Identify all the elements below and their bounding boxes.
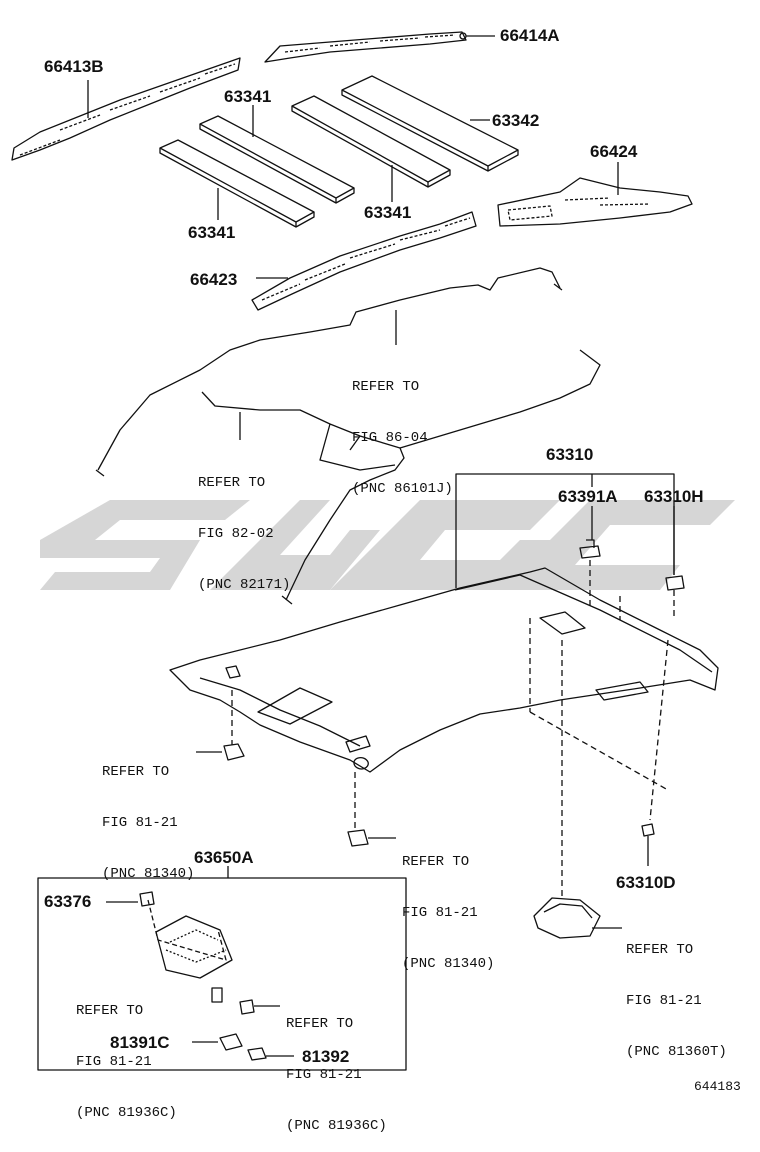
part-label-63341-mid: 63341 [364,203,412,222]
bulb-81936c-1 [211,987,223,1003]
part-label-63391a: 63391A [558,487,618,506]
wire-harness-86101j [97,267,561,471]
part-label-66414a: 66414A [500,26,560,45]
ref-line: (PNC 81340) [102,866,195,882]
clip-63310d [641,823,655,837]
part-label-66423: 66423 [190,270,238,289]
part-label-63341-left: 63341 [188,223,236,242]
ref-fig-81-21-box-1: REFER TO FIG 81-21 (PNC 81936C) [76,969,177,1139]
clip-63310h [665,575,685,591]
headliner-63310 [169,567,719,773]
ref-line: REFER TO [352,379,420,395]
ref-line: (PNC 81360T) [626,1044,727,1060]
trim-panel-66424 [497,177,693,227]
ref-line: FIG 81-21 [626,993,702,1009]
part-label-63310h: 63310H [644,487,704,506]
ref-line: REFER TO [286,1016,354,1032]
part-label-66413b: 66413B [44,57,104,76]
line-art [11,31,719,1071]
part-label-63310d: 63310D [616,873,676,892]
ref-line: (PNC 81936C) [286,1118,387,1134]
ref-line: FIG 86-04 [352,430,428,446]
visor-holder-left [223,743,245,761]
ref-line: FIG 81-21 [402,905,478,921]
ref-line: (PNC 82171) [198,577,291,593]
figure-number: 644183 [694,1079,741,1094]
ref-fig-81-21-left: REFER TO FIG 81-21 (PNC 81340) [102,730,194,900]
ref-line: REFER TO [76,1003,144,1019]
ref-line: REFER TO [626,942,694,958]
ref-line: REFER TO [102,764,170,780]
bulb-81936c-2 [239,999,255,1015]
ref-line: FIG 81-21 [76,1054,152,1070]
clip-81392 [247,1047,267,1061]
part-label-66424: 66424 [590,142,638,161]
ref-line: (PNC 81340) [402,956,495,972]
wire-harness-82171 [201,391,405,601]
lamp-81360t [533,897,601,939]
screw-63376 [139,891,155,907]
ref-line: (PNC 86101J) [352,481,453,497]
pad-63341-top [199,115,355,204]
pad-63341-mid [291,95,451,188]
ref-fig-81-21-mid: REFER TO FIG 81-21 (PNC 81340) [402,820,494,990]
lens-81391c [219,1033,243,1051]
map-lamp-63650a [155,915,233,979]
part-label-81391c: 81391C [110,1033,170,1052]
part-label-63341-top: 63341 [224,87,272,106]
part-label-63310: 63310 [546,445,594,464]
visor-holder-mid [347,829,369,847]
ref-line: REFER TO [198,475,266,491]
part-label-63376: 63376 [44,892,92,911]
ref-line: (PNC 81936C) [76,1105,177,1121]
watermark-logo [40,500,735,590]
part-label-63342: 63342 [492,111,540,130]
ref-line: FIG 81-21 [286,1067,362,1083]
parts-diagram [11,31,735,1071]
ref-fig-81-21-right: REFER TO FIG 81-21 (PNC 81360T) [626,908,727,1078]
ref-fig-86-04: REFER TO FIG 86-04 (PNC 86101J) [352,345,453,515]
ref-line: FIG 81-21 [102,815,178,831]
part-label-63650a: 63650A [194,848,254,867]
part-label-81392: 81392 [302,1047,350,1066]
clip-63391a [579,539,601,559]
box-63650a [37,877,407,1071]
ref-fig-82-02: REFER TO FIG 82-02 (PNC 82171) [198,441,290,611]
ref-line: REFER TO [402,854,470,870]
ref-line: FIG 82-02 [198,526,274,542]
ref-fig-81-21-box-2: REFER TO FIG 81-21 (PNC 81936C) [286,982,387,1152]
trim-strip-66414a [264,31,467,63]
headliner-opening [257,687,333,725]
pad-63342 [341,75,519,172]
trim-strip-66413b [11,57,241,161]
trim-strip-66423 [251,211,477,311]
pad-63341-left [159,139,315,228]
